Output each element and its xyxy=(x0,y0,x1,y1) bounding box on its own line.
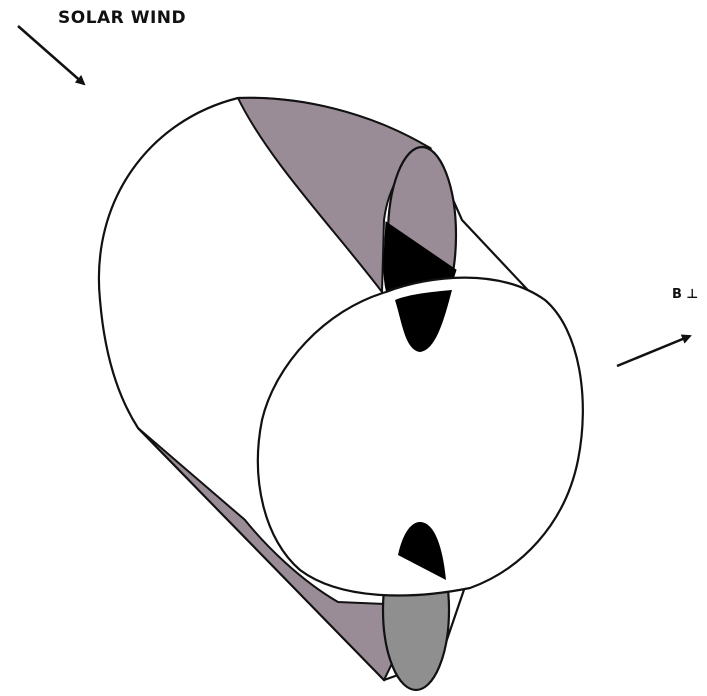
lower-shaded-band xyxy=(137,427,414,682)
lower-black-tip xyxy=(398,522,446,580)
solar-wind-arrow-icon xyxy=(17,25,86,86)
front-face-circle xyxy=(256,276,584,597)
b-perp-arrow-icon xyxy=(616,334,692,368)
b-perp-label: B ⊥ xyxy=(672,287,699,302)
solar-wind-label: SOLAR WIND xyxy=(58,8,187,28)
upper-black-tip xyxy=(395,290,452,352)
